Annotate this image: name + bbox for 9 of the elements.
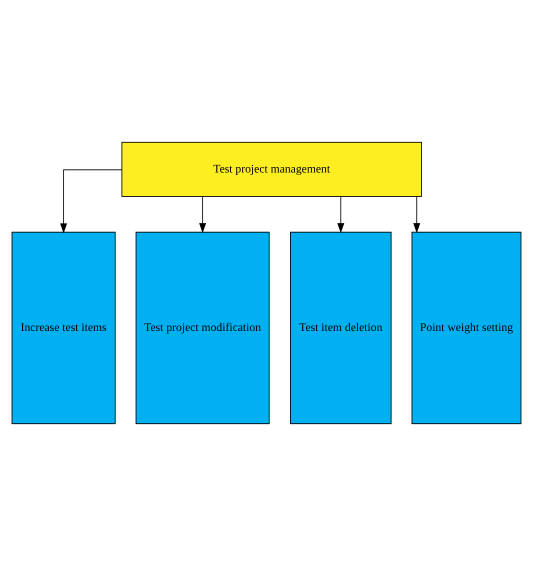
node-box: Test project modification xyxy=(136,231,270,424)
arrow xyxy=(60,168,122,233)
node-box: Point weight setting xyxy=(412,231,522,424)
node-box: Test item deletion xyxy=(290,231,392,424)
arrow xyxy=(199,196,206,233)
node-box: Test project management xyxy=(121,141,422,196)
arrow xyxy=(413,196,420,233)
arrow xyxy=(337,196,344,233)
node-box: Increase test items xyxy=(12,231,116,424)
